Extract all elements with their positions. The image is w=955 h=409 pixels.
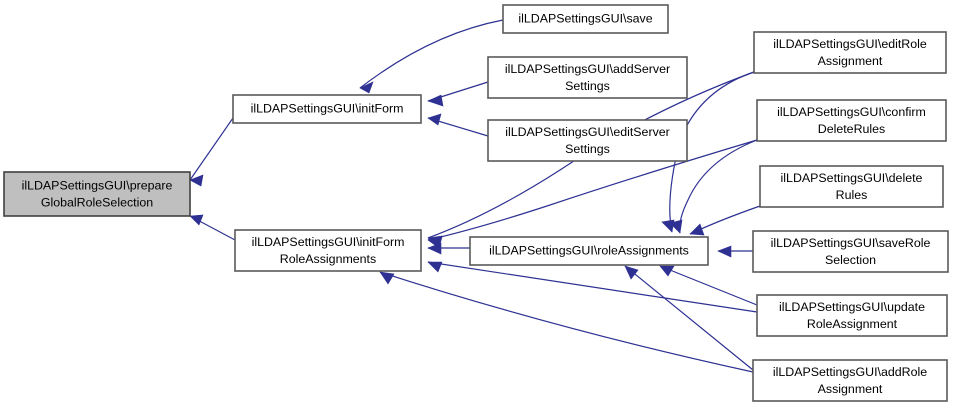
node-box-addServerSettings[interactable] (487, 56, 688, 99)
graph-node-prepareGlobalRoleSelection[interactable]: ilLDAPSettingsGUI\prepareGlobalRoleSelec… (3, 171, 191, 217)
edge-confirmDeleteRules-to-initFormRoleAssignments (427, 139, 758, 241)
arrowhead-addRoleAssignment-to-roleAssignments (624, 265, 639, 280)
arrowhead-addServerSettings-to-initForm (427, 94, 444, 107)
graph-node-initFormRoleAssignments[interactable]: ilLDAPSettingsGUI\initFormRoleAssignment… (234, 229, 422, 272)
node-box-editRoleAssignment[interactable] (753, 31, 947, 74)
arrowhead-confirmDeleteRules-to-initFormRoleAssignments (427, 236, 443, 249)
edge-initForm-to-prepareGlobalRoleSelection (189, 117, 234, 181)
arrowhead-addRoleAssignment-to-initFormRoleAssignments (379, 271, 395, 285)
edge-confirmDeleteRules-to-roleAssignments (679, 139, 758, 234)
arrowhead-initForm-to-prepareGlobalRoleSelection (189, 174, 204, 187)
graph-node-roleAssignments[interactable]: ilLDAPSettingsGUI\roleAssignments (469, 236, 709, 266)
arrowhead-deleteRules-to-roleAssignments (689, 223, 705, 236)
node-box-editServerSettings[interactable] (487, 119, 688, 162)
arrowhead-confirmDeleteRules-to-roleAssignments (669, 219, 683, 234)
node-box-prepareGlobalRoleSelection[interactable] (3, 171, 191, 217)
node-box-saveRoleSelection[interactable] (752, 230, 949, 273)
graph-node-save[interactable]: ilLDAPSettingsGUI\save (502, 4, 669, 34)
edge-addRoleAssignment-to-initFormRoleAssignments (379, 271, 754, 373)
node-box-save[interactable] (502, 4, 669, 34)
node-box-addRoleAssignment[interactable] (752, 359, 948, 402)
arrowhead-editRoleAssignment-to-roleAssignments (661, 219, 675, 233)
edge-addRoleAssignment-to-roleAssignments (624, 265, 754, 371)
node-box-confirmDeleteRules[interactable] (756, 99, 947, 142)
node-box-deleteRules[interactable] (759, 165, 944, 208)
arrowhead-initFormRoleAssignments-to-prepareGlobalRoleSelection (189, 214, 204, 226)
node-box-initFormRoleAssignments[interactable] (234, 229, 422, 272)
arrowhead-updateRoleAssignment-to-initFormRoleAssignments (427, 261, 443, 273)
edge-updateRoleAssignment-to-initFormRoleAssignments (427, 261, 758, 313)
arrowhead-saveRoleSelection-to-roleAssignments (717, 245, 732, 258)
edge-editRoleAssignment-to-initFormRoleAssignments (427, 71, 755, 239)
edge-updateRoleAssignment-to-roleAssignments (659, 265, 758, 306)
node-box-updateRoleAssignment[interactable] (756, 294, 948, 337)
arrowhead-editServerSettings-to-initForm (427, 113, 442, 126)
node-box-initForm[interactable] (232, 94, 422, 124)
edges-layer (189, 19, 761, 373)
arrowhead-updateRoleAssignment-to-roleAssignments (659, 265, 675, 277)
node-box-roleAssignments[interactable] (469, 236, 709, 266)
arrowhead-save-to-initForm (359, 81, 374, 94)
edge-save-to-initForm (359, 19, 504, 89)
nodes-layer: ilLDAPSettingsGUI\prepareGlobalRoleSelec… (3, 4, 949, 402)
graph-node-initForm[interactable]: ilLDAPSettingsGUI\initForm (232, 94, 422, 124)
